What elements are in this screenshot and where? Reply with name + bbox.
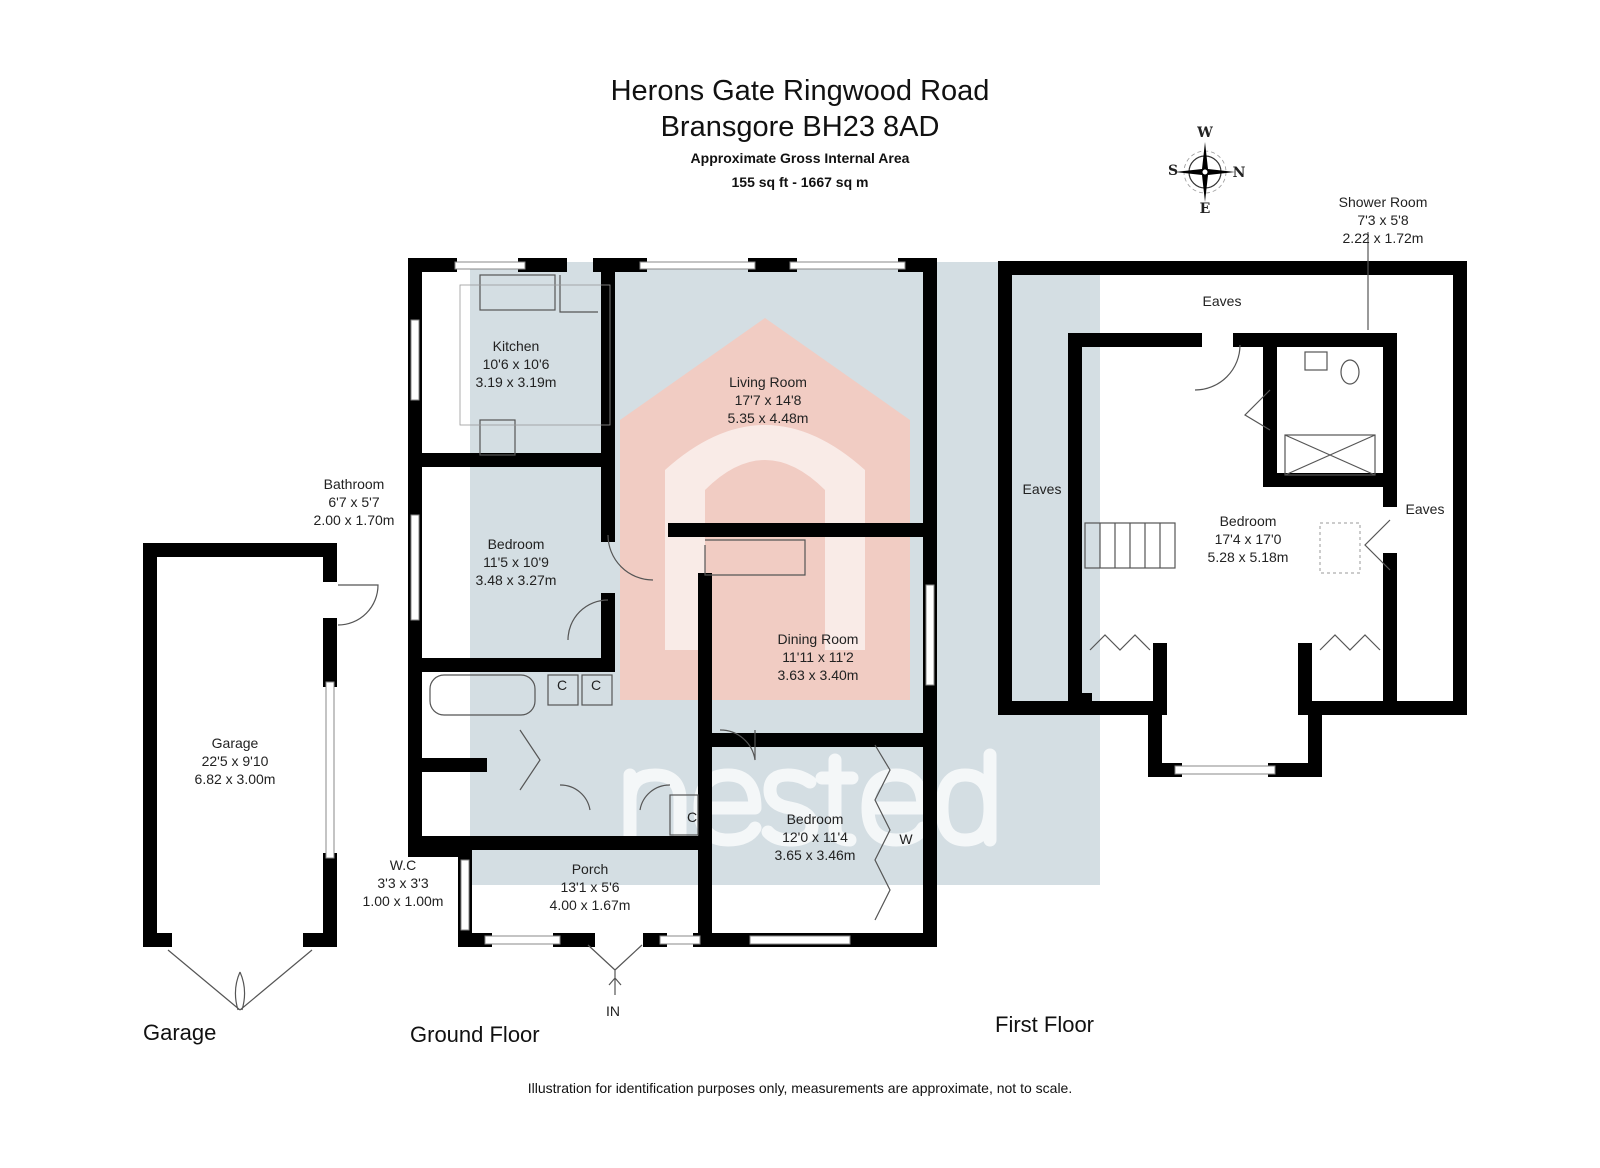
ground-floor-walls	[408, 258, 937, 995]
eaves-label-top: Eaves	[1202, 293, 1242, 309]
cupboard-label: C	[686, 809, 698, 825]
eaves-label-right: Eaves	[1405, 501, 1445, 517]
wardrobe-label: W	[899, 831, 913, 847]
cupboard-label: C	[590, 677, 602, 693]
disclaimer: Illustration for identification purposes…	[527, 1080, 1073, 1096]
eaves-label-left: Eaves	[1022, 481, 1062, 497]
compass-icon	[1175, 142, 1235, 202]
property-address-line2: Bransgore BH23 8AD	[660, 111, 940, 143]
property-address-line1: Herons Gate Ringwood Road	[610, 75, 990, 107]
cupboard-label: C	[556, 677, 568, 693]
first-floor-walls	[998, 232, 1467, 777]
compass-bottom-label: E	[1199, 201, 1211, 217]
garage-walls	[143, 543, 379, 1011]
compass-left-label: S	[1167, 163, 1179, 179]
area-label: Approximate Gross Internal Area	[690, 150, 910, 166]
entrance-label: IN	[606, 1003, 620, 1019]
area-value: 155 sq ft - 1667 sq m	[731, 174, 869, 190]
compass-top-label: W	[1197, 125, 1213, 141]
first-floor-label: First Floor	[995, 1012, 1094, 1037]
garage-floor-label: Garage	[143, 1020, 217, 1045]
watermark-logo	[470, 262, 1100, 885]
compass-right-label: N	[1232, 165, 1246, 181]
ground-floor-label: Ground Floor	[410, 1022, 540, 1047]
